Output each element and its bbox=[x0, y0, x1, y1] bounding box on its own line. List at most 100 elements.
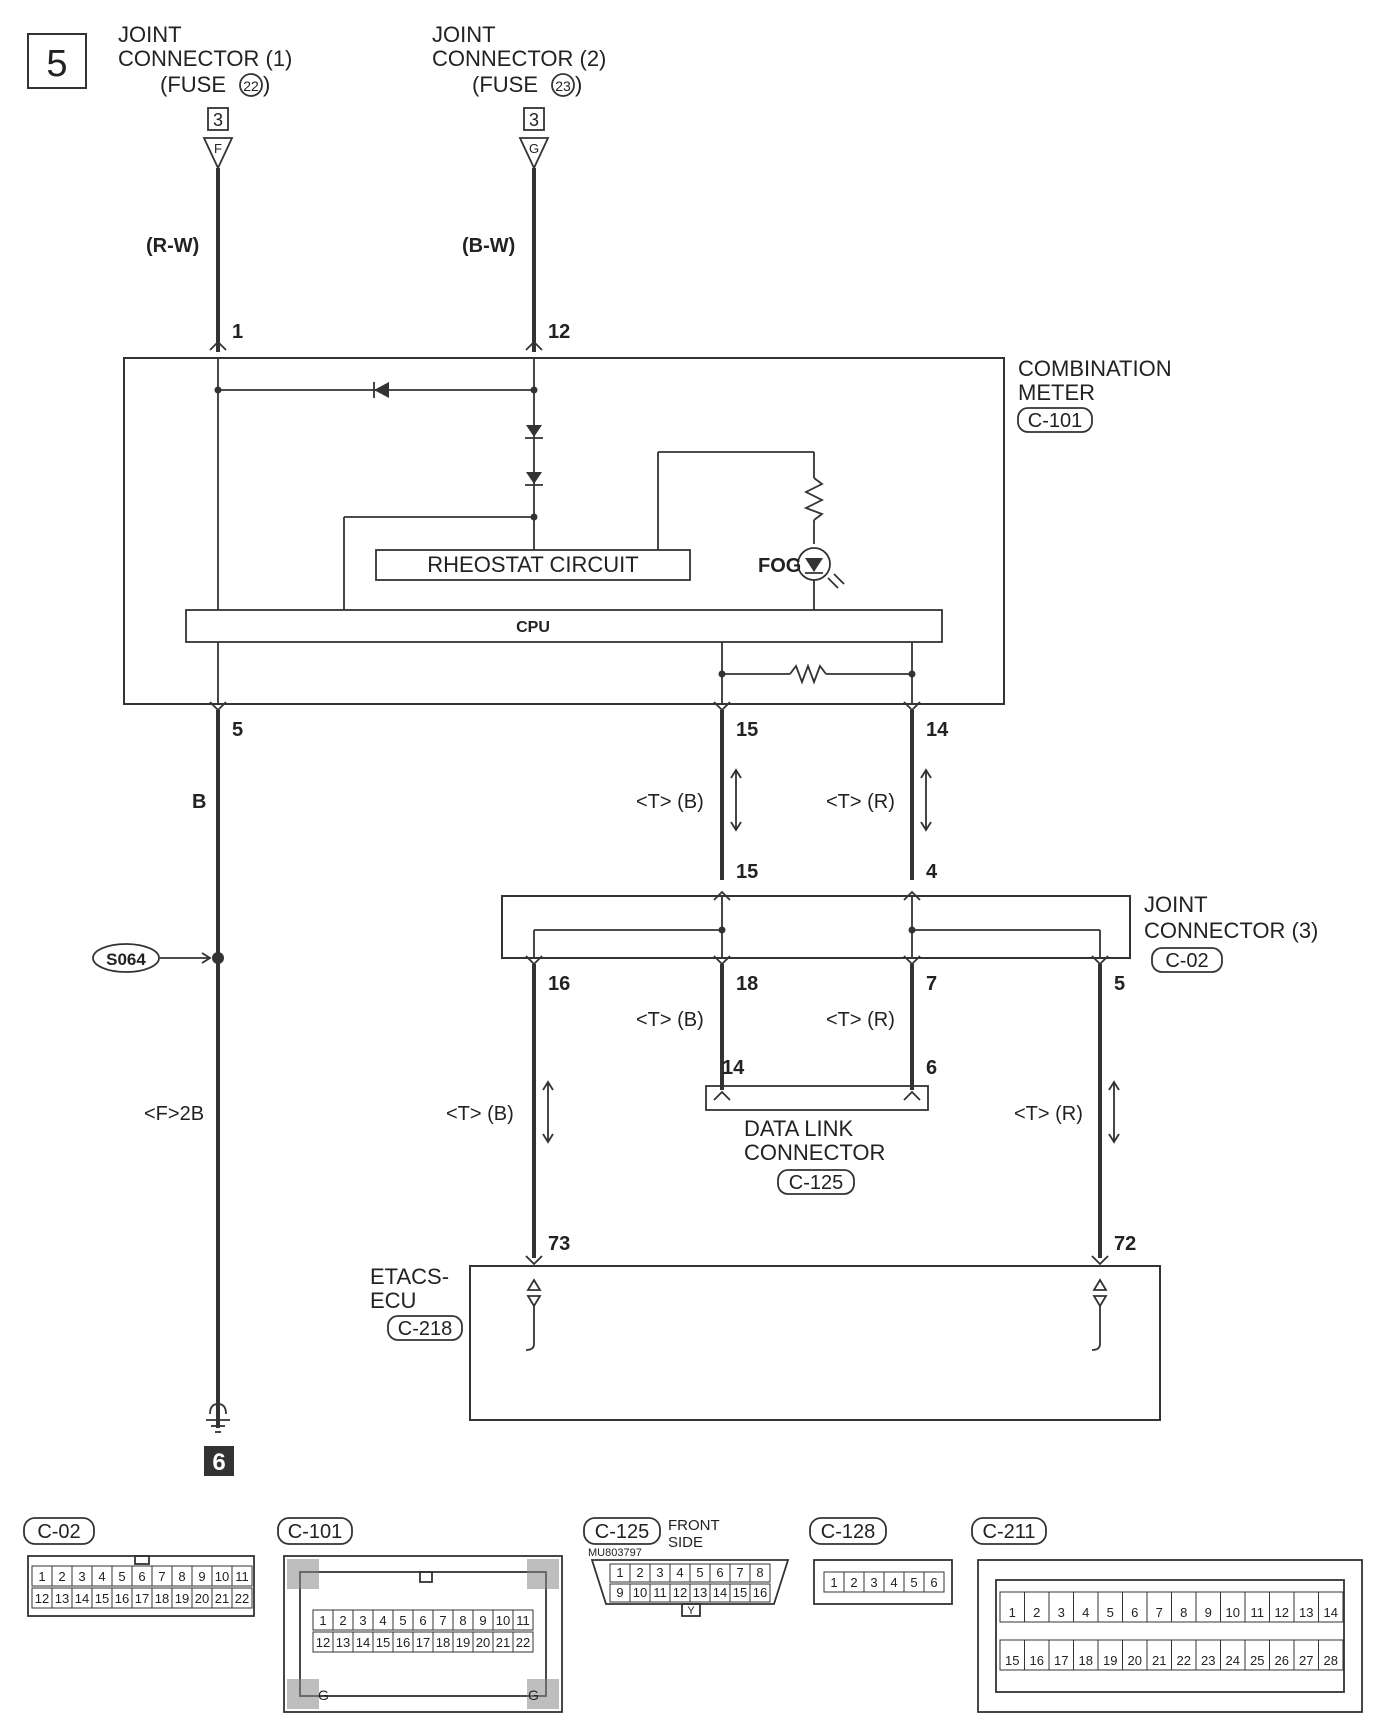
diode-1-icon bbox=[526, 425, 542, 437]
c101-tag-right: G bbox=[528, 1687, 539, 1703]
pin-number: 13 bbox=[336, 1635, 350, 1650]
pin-number: 1 bbox=[319, 1613, 326, 1628]
pin-number: 11 bbox=[235, 1569, 249, 1584]
pin-number: 14 bbox=[356, 1635, 370, 1650]
jc2-fuse-close: ) bbox=[575, 72, 582, 97]
pin-number: 18 bbox=[436, 1635, 450, 1650]
c125-tag: Y bbox=[687, 1605, 695, 1617]
pin-number: 3 bbox=[359, 1613, 366, 1628]
jc3-in4: 4 bbox=[926, 861, 938, 883]
pin-number: 12 bbox=[673, 1585, 687, 1600]
pin-number: 23 bbox=[1201, 1653, 1215, 1668]
pin-number: 4 bbox=[379, 1613, 386, 1628]
c125-view-code: C-125 bbox=[595, 1521, 649, 1543]
pin-number: 27 bbox=[1299, 1653, 1313, 1668]
pin-number: 18 bbox=[1079, 1653, 1093, 1668]
pin-number: 7 bbox=[439, 1613, 446, 1628]
jc1-title-line1: JOINT bbox=[118, 22, 182, 47]
jc2-page-ref: 3 bbox=[529, 110, 539, 130]
dlc-code: C-125 bbox=[789, 1172, 843, 1194]
pin-number: 3 bbox=[78, 1569, 85, 1584]
cpu-label: CPU bbox=[516, 619, 550, 636]
pin-number: 15 bbox=[376, 1635, 390, 1650]
bidirectional-arrow-icon bbox=[920, 768, 932, 832]
dlc-line1: DATA LINK bbox=[744, 1116, 854, 1141]
resistor-can-icon bbox=[789, 663, 827, 685]
pin-number: 12 bbox=[1275, 1605, 1289, 1620]
c125-side-line1: FRONT bbox=[668, 1517, 720, 1534]
pin-number: 22 bbox=[235, 1591, 249, 1606]
rheostat-box bbox=[375, 549, 691, 581]
cpu-box bbox=[185, 609, 943, 643]
pin-number: 16 bbox=[1030, 1653, 1044, 1668]
etacs-pin72-arrow-icon bbox=[1091, 1255, 1109, 1266]
pin-number: 2 bbox=[1033, 1605, 1040, 1620]
jc1-page-ref-box bbox=[207, 107, 229, 131]
pin-number: 21 bbox=[1152, 1653, 1166, 1668]
rheostat-label: RHEOSTAT CIRCUIT bbox=[427, 552, 638, 577]
wire-b-label: B bbox=[192, 791, 206, 813]
jc3-out18: 18 bbox=[736, 973, 758, 995]
joint-connector-1-source: JOINT CONNECTOR (1) (FUSE 22 ) 3 F (R-W)… bbox=[118, 22, 292, 343]
pin-number: 19 bbox=[456, 1635, 470, 1650]
pin-number: 2 bbox=[58, 1569, 65, 1584]
pin-number: 13 bbox=[1299, 1605, 1313, 1620]
fuse-22-circle bbox=[239, 73, 263, 97]
pin-number: 21 bbox=[215, 1591, 229, 1606]
pin-number: 16 bbox=[115, 1591, 129, 1606]
etacs-pin73-arrow-icon bbox=[525, 1255, 543, 1266]
fuse-22-number: 22 bbox=[243, 78, 259, 94]
pin-number: 16 bbox=[753, 1585, 767, 1600]
combination-meter-box bbox=[123, 357, 1005, 705]
pin-12-arrow-icon bbox=[525, 340, 543, 351]
pin-number: 14 bbox=[1324, 1605, 1338, 1620]
data-link-connector-box bbox=[705, 1085, 929, 1111]
pin-number: 4 bbox=[676, 1565, 683, 1580]
pin-1-arrow-icon bbox=[209, 340, 227, 351]
pin-number: 4 bbox=[890, 1575, 897, 1590]
dlc-pin14-arrow-icon bbox=[713, 1090, 731, 1101]
c128-view-code: C-128 bbox=[821, 1521, 875, 1543]
jc3-in4-arrow-icon bbox=[903, 890, 921, 901]
splice-arrow-icon bbox=[201, 952, 212, 964]
jc1-wire-color: (R-W) bbox=[146, 235, 199, 257]
jc3-in15-arrow-icon bbox=[713, 890, 731, 901]
pin-number: 14 bbox=[75, 1591, 89, 1606]
dlc-tr-label: <T> (R) bbox=[826, 1009, 895, 1031]
pin-cell bbox=[749, 1583, 771, 1603]
pin-number: 2 bbox=[339, 1613, 346, 1628]
pin-number: 1 bbox=[830, 1575, 837, 1590]
pin-number: 6 bbox=[138, 1569, 145, 1584]
jc3-out16: 16 bbox=[548, 973, 570, 995]
c125-side-line2: SIDE bbox=[668, 1534, 703, 1551]
pin-number: 26 bbox=[1275, 1653, 1289, 1668]
pin-number: 5 bbox=[696, 1565, 703, 1580]
pin-number: 2 bbox=[850, 1575, 857, 1590]
dlc-tb-label: <T> (B) bbox=[636, 1009, 704, 1031]
pin-number: 9 bbox=[479, 1613, 486, 1628]
jc1-pin: 1 bbox=[232, 321, 243, 343]
jc2-title-line2: CONNECTOR (2) bbox=[432, 46, 606, 71]
etacs-tr-label: <T> (R) bbox=[1014, 1103, 1083, 1125]
pin-number: 13 bbox=[693, 1585, 707, 1600]
dlc-pin6-arrow-icon bbox=[903, 1090, 921, 1101]
pin-number: 14 bbox=[713, 1585, 727, 1600]
combination-meter-line1: COMBINATION bbox=[1018, 356, 1172, 381]
combination-meter-line2: METER bbox=[1018, 380, 1095, 405]
pin-number: 5 bbox=[910, 1575, 917, 1590]
c218-code-box bbox=[387, 1315, 463, 1341]
pin-number: 3 bbox=[656, 1565, 663, 1580]
fuse-23-circle bbox=[551, 73, 575, 97]
pin-number: 15 bbox=[1005, 1653, 1019, 1668]
pin-number: 12 bbox=[35, 1591, 49, 1606]
pin-number: 6 bbox=[1131, 1605, 1138, 1620]
combination-meter-code: C-101 bbox=[1028, 410, 1082, 432]
etacs-ecu-box bbox=[469, 1265, 1161, 1421]
pin-number: 10 bbox=[633, 1585, 647, 1600]
pin-number: 7 bbox=[158, 1569, 165, 1584]
jc2-title-line1: JOINT bbox=[432, 22, 496, 47]
jc2-letter: G bbox=[529, 141, 539, 156]
pin-number: 4 bbox=[1082, 1605, 1089, 1620]
